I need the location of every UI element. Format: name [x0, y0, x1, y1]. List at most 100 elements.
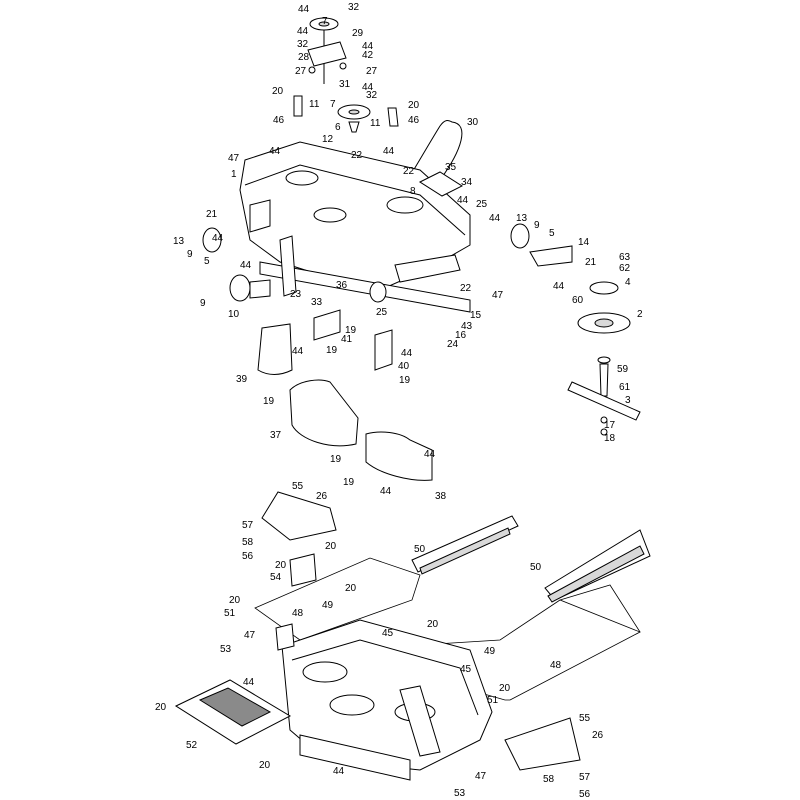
callout-label: 12	[322, 134, 334, 145]
callout-label: 44	[212, 233, 224, 244]
callout-label: 44	[243, 677, 255, 688]
callout-label: 33	[311, 297, 323, 308]
callout-label: 44	[553, 281, 565, 292]
callout-label: 6	[335, 122, 341, 133]
callout-label: 47	[475, 771, 487, 782]
callout-label: 57	[579, 772, 591, 783]
callout-label: 26	[316, 491, 328, 502]
callout-label: 37	[270, 430, 282, 441]
callout-label: 63	[619, 252, 631, 263]
callout-label: 47	[244, 630, 256, 641]
callout-label: 44	[298, 4, 310, 15]
lower-deck-frame	[275, 553, 493, 781]
callout-label: 41	[341, 334, 353, 345]
callout-label: 1	[231, 169, 237, 180]
callout-label: 44	[380, 486, 392, 497]
callout-label: 13	[173, 236, 185, 247]
callout-label: 11	[309, 99, 320, 110]
callout-label: 58	[543, 774, 555, 785]
callout-label: 22	[351, 150, 363, 161]
callout-label: 9	[187, 249, 193, 260]
callout-label: 27	[366, 66, 378, 77]
side-rails	[411, 515, 651, 603]
callout-label: 44	[457, 195, 469, 206]
callout-label: 44	[489, 213, 501, 224]
callout-label: 50	[530, 562, 542, 573]
callout-label: 34	[461, 177, 473, 188]
callout-label: 19	[345, 325, 357, 336]
callout-label: 56	[579, 789, 591, 800]
callout-label: 44	[240, 260, 252, 271]
callout-label: 23	[290, 289, 302, 300]
side-brackets	[249, 199, 573, 267]
callout-label: 20	[272, 86, 284, 97]
callout-label: 44	[401, 348, 413, 359]
callout-label: 44	[292, 346, 304, 357]
callout-label: 62	[619, 263, 631, 274]
callout-label: 25	[376, 307, 388, 318]
callout-label: 32	[348, 2, 360, 13]
callout-label: 44	[362, 41, 374, 52]
callout-label: 40	[398, 361, 410, 372]
callout-label: 47	[492, 290, 504, 301]
callout-label: 54	[270, 572, 282, 583]
callout-label: 49	[322, 600, 334, 611]
idler-pulley-upper	[307, 17, 347, 84]
callout-label: 11	[370, 118, 381, 129]
callout-label: 51	[487, 695, 499, 706]
step-plate	[174, 679, 292, 745]
callout-label: 50	[414, 544, 426, 555]
callout-label: 8	[410, 186, 416, 197]
callout-label: 39	[236, 374, 248, 385]
callout-label: 53	[220, 644, 232, 655]
callout-label: 3	[625, 395, 631, 406]
callout-label: 22	[403, 166, 415, 177]
callout-label: 56	[242, 551, 254, 562]
callout-label: 13	[516, 213, 528, 224]
callout-label: 45	[460, 664, 472, 675]
callout-label: 53	[454, 788, 466, 799]
callout-label: 14	[578, 237, 590, 248]
callout-label: 10	[228, 309, 240, 320]
callout-label: 30	[467, 117, 479, 128]
callout-label: 5	[204, 256, 210, 267]
callout-label: 44	[297, 26, 309, 37]
callout-label: 60	[572, 295, 584, 306]
parts-artwork	[174, 17, 651, 781]
callout-label: 21	[585, 257, 597, 268]
callout-label: 19	[343, 477, 355, 488]
callout-label: 44	[362, 82, 374, 93]
callout-label: 20	[499, 683, 511, 694]
callout-label: 51	[224, 608, 236, 619]
deck-shell	[239, 141, 471, 313]
callout-label: 27	[295, 66, 307, 77]
idler-pulley-lower	[293, 95, 399, 133]
callout-label: 24	[447, 339, 459, 350]
callout-label: 7	[330, 99, 336, 110]
callout-label: 55	[579, 713, 591, 724]
callout-label: 58	[242, 537, 254, 548]
callout-label: 55	[292, 481, 304, 492]
callout-label: 19	[399, 375, 411, 386]
callout-label: 48	[292, 608, 304, 619]
callout-label: 5	[549, 228, 555, 239]
callout-label: 49	[484, 646, 496, 657]
callout-label: 59	[617, 364, 629, 375]
callout-label: 20	[408, 100, 420, 111]
callout-label: 45	[382, 628, 394, 639]
callout-label: 46	[408, 115, 420, 126]
callout-label: 4	[625, 277, 631, 288]
spindle-assembly	[567, 281, 641, 436]
callout-label: 44	[383, 146, 395, 157]
callout-label: 35	[445, 162, 457, 173]
anti-scalp-rollers	[202, 223, 530, 303]
callout-label: 36	[336, 280, 348, 291]
callout-label: 20	[259, 760, 271, 771]
callout-label: 28	[298, 52, 310, 63]
callout-label: 19	[263, 396, 275, 407]
baffles	[257, 309, 433, 481]
callout-label: 47	[228, 153, 240, 164]
callout-label: 57	[242, 520, 254, 531]
